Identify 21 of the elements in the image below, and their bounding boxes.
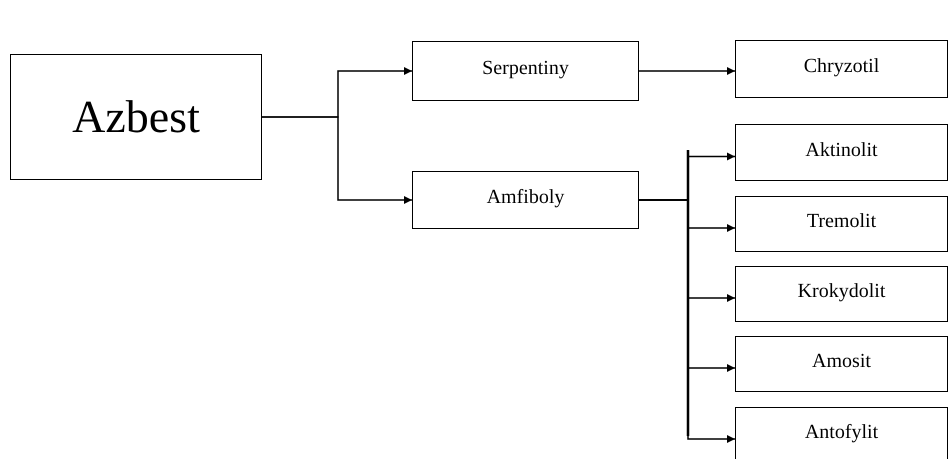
category-label: Krokydolit [798, 280, 886, 304]
category-box [735, 124, 948, 181]
arrow [639, 67, 735, 75]
category-label: Aktinolit [805, 138, 878, 162]
category-box [735, 196, 948, 252]
arrow [639, 199, 735, 443]
category-box [735, 40, 948, 98]
category-box [412, 41, 639, 101]
category-label: Antofylit [804, 421, 878, 445]
category-box [735, 336, 948, 392]
category-label: Tremolit [806, 210, 876, 234]
arrow [262, 116, 412, 204]
category-box [735, 407, 948, 459]
category-label: Azbest [72, 92, 200, 142]
category-box [10, 54, 262, 180]
category-label: Amfiboly [486, 186, 564, 210]
category-label: Serpentiny [482, 57, 569, 81]
category-box [412, 171, 639, 229]
category-box [735, 266, 948, 322]
category-label: Chryzotil [804, 55, 880, 79]
category-label: Amosit [812, 350, 871, 374]
